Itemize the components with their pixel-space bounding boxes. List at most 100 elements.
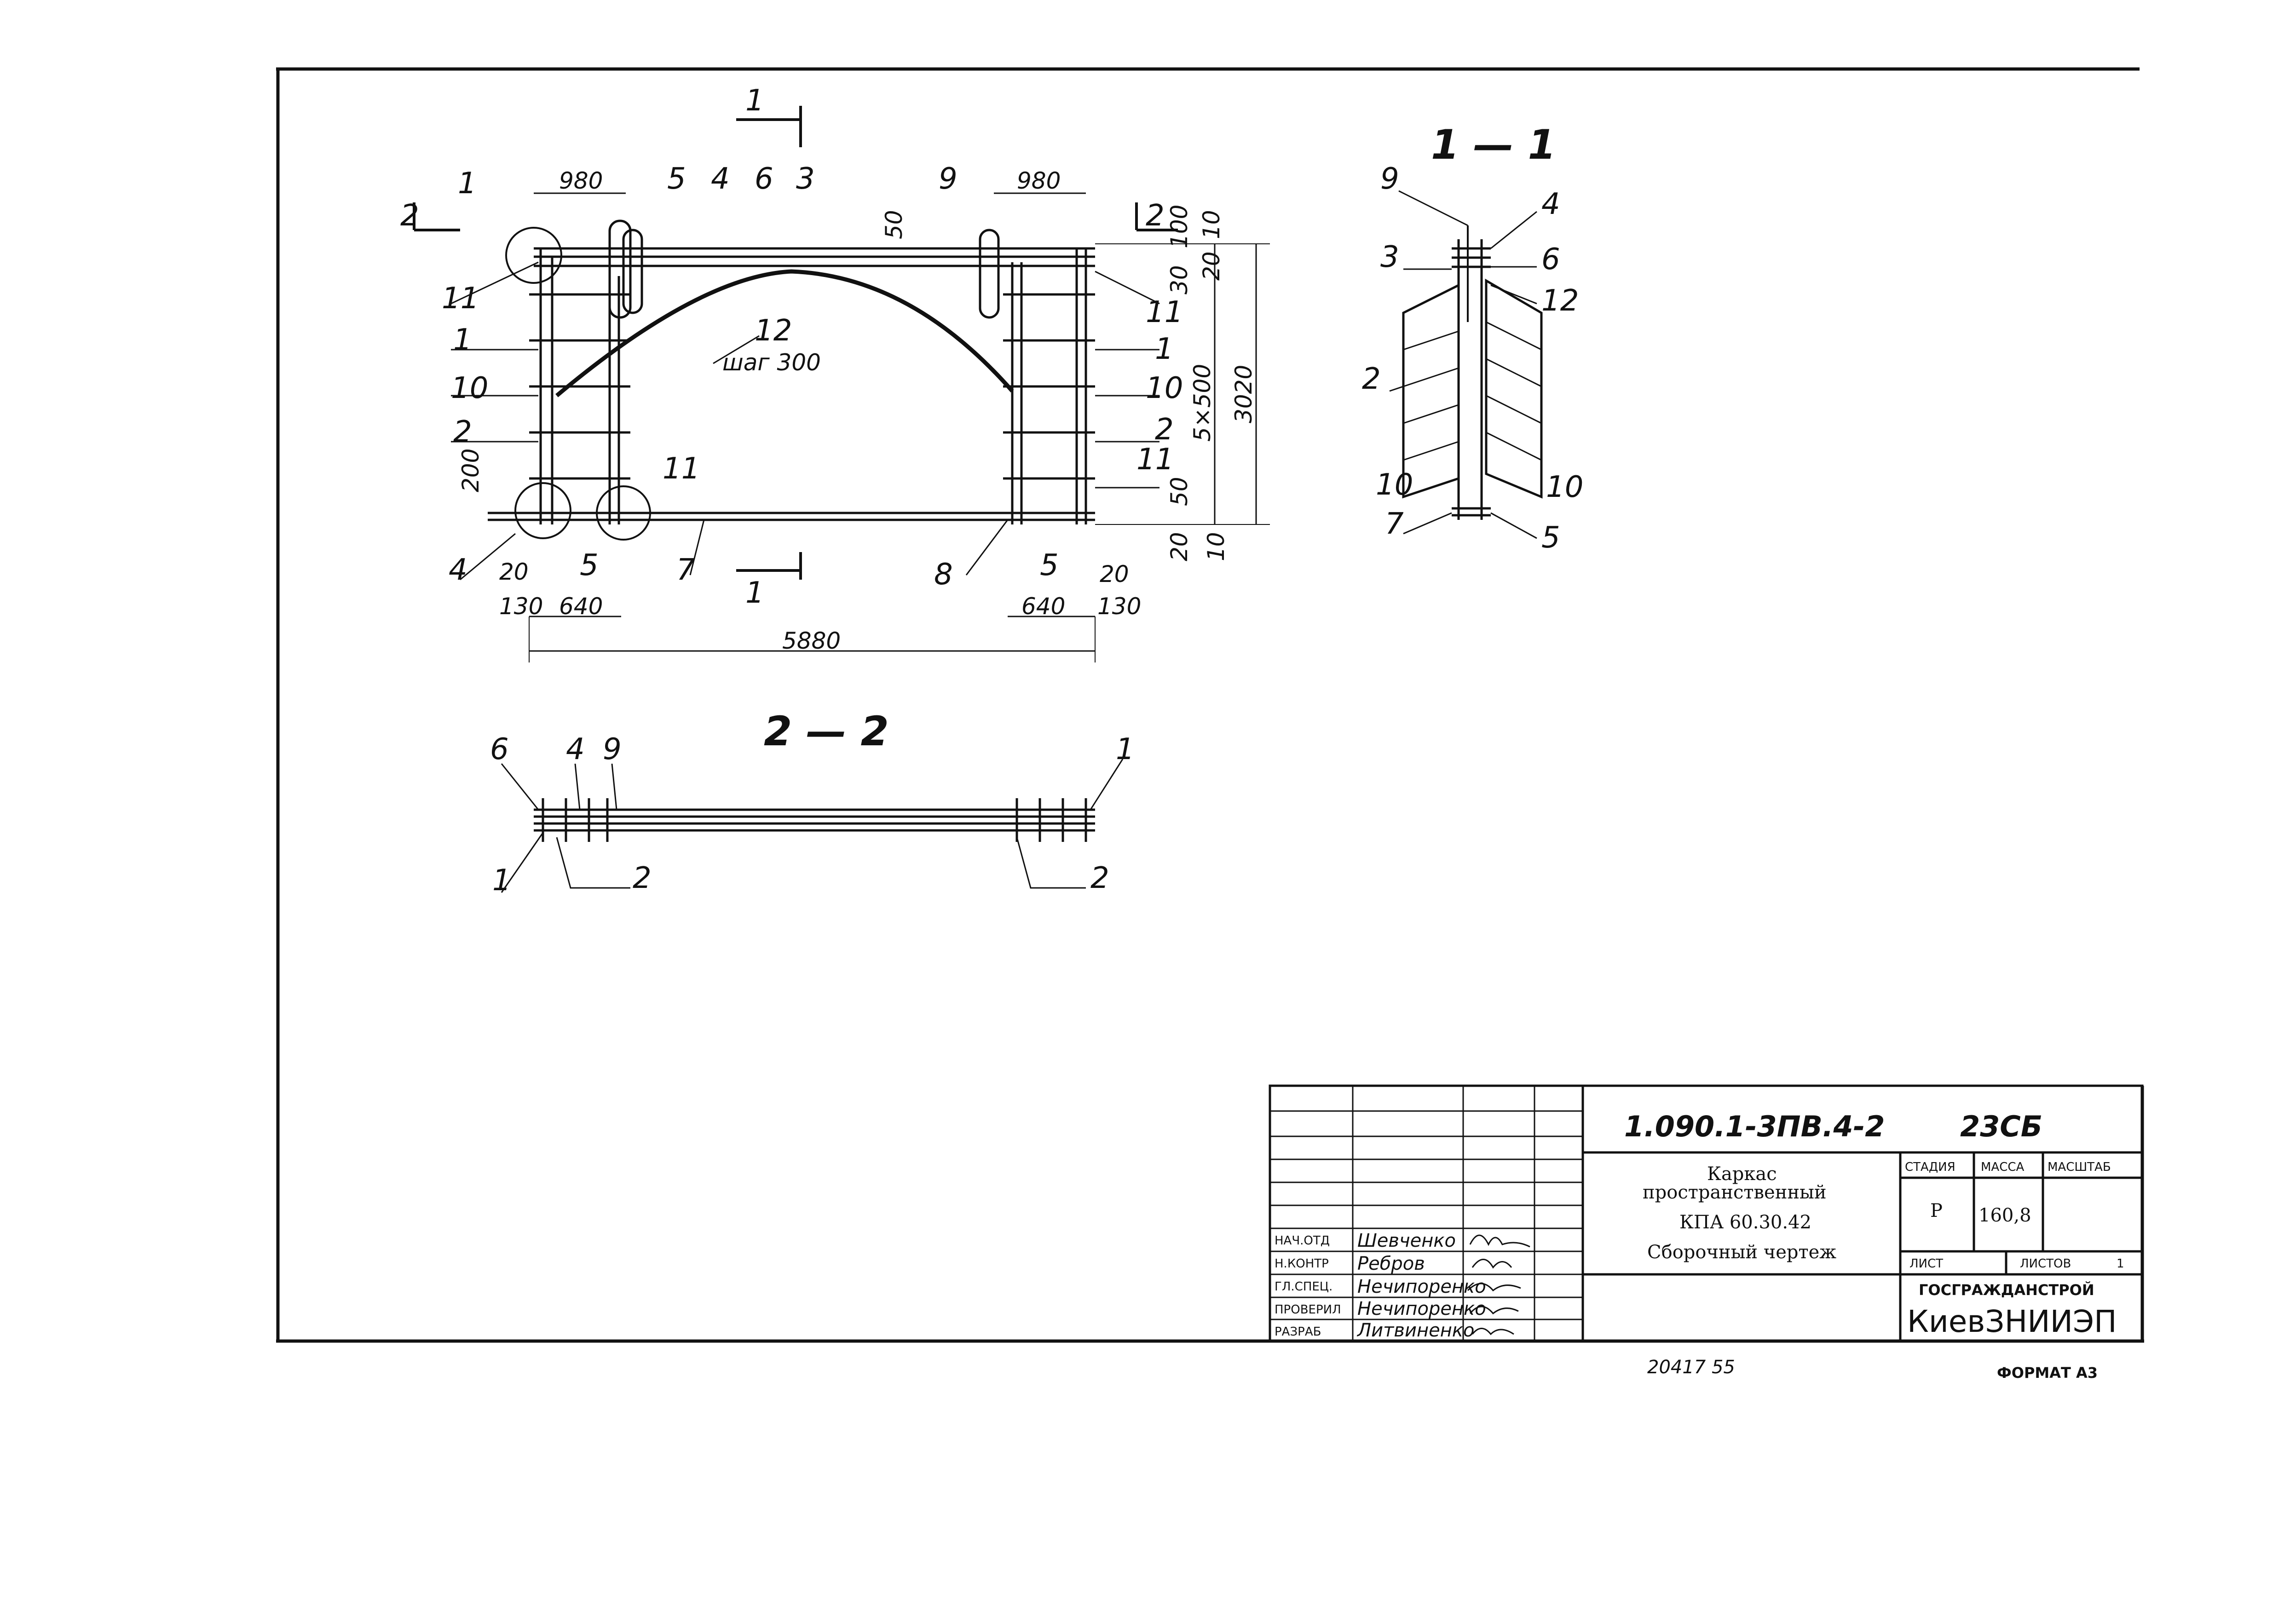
dim-20-right: 20 [1198,251,1225,281]
s22-pos-2-left: 2 [633,861,652,895]
dim-30: 30 [1166,265,1193,294]
name-3: Нечипоренко [1357,1298,1486,1319]
dim-20-left: 20 [499,559,529,585]
s22-pos-2-right: 2 [1090,861,1109,895]
sheets-label: ЛИСТОВ [2020,1257,2071,1271]
org-ministry: ГОСГРАЖДАНСТРОЙ [1919,1281,2094,1299]
name-4: Литвиненко [1356,1320,1475,1341]
stage-value: Р [1930,1200,1943,1221]
pos-5-a: 5 [667,162,686,196]
s22-pos-4: 4 [566,732,585,766]
dim-640-right: 640 [1021,593,1065,620]
s11-pos-2: 2 [1362,362,1381,396]
pos-2-b: 2 [1155,413,1174,447]
dim-10-top: 10 [1198,210,1225,239]
dim-130-left: 130 [499,593,543,620]
s11-pos-10-left: 10 [1376,468,1413,502]
pos-7-a: 7 [676,553,695,587]
pos-2-a: 2 [453,415,472,449]
dim-980-right: 980 [1017,167,1061,194]
section-1-1-title: 1 — 1 [1431,121,1556,168]
name-1: Ребров [1357,1253,1425,1274]
name-line-2: пространственный [1643,1182,1827,1203]
dim-5x500: 5×500 [1189,364,1216,442]
role-4: РАЗРАБ [1275,1325,1321,1339]
pos-9-a: 9 [939,162,958,196]
role-2: ГЛ.СПЕЦ. [1275,1280,1332,1294]
front-view-labels: 1 1 2 2 980 980 50 100 10 30 20 5×500 30… [400,84,1257,654]
pos-12-a: 12 [755,314,792,348]
dim-50-bottom: 50 [1166,477,1193,506]
s22-pos-6: 6 [490,732,509,766]
cut-mark-2-left: 2 [400,199,419,233]
pos-5-b: 5 [580,548,599,582]
name-2: Нечипоренко [1357,1276,1486,1297]
pos-1-a: 1 [458,167,477,201]
doc-code: 1.090.1-3ПВ.4-2 [1624,1110,1885,1143]
section-1-1: 1 — 1 [1362,121,1583,555]
s11-pos-10-right: 10 [1546,470,1583,504]
col-mass: МАССА [1981,1160,2025,1174]
dim-200: 200 [457,449,484,492]
sheets-value: 1 [2117,1257,2124,1271]
dim-640-left: 640 [559,593,603,620]
dim-3020: 3020 [1230,365,1257,423]
pos-4-b: 4 [449,553,467,587]
dim-10-bottom: 10 [1203,532,1229,561]
pos-4-a: 4 [711,162,730,196]
title-block: 1.090.1-3ПВ.4-2 23СБ Каркас пространстве… [1269,1084,2144,1342]
front-view [413,106,1270,662]
s22-pos-1-right: 1 [1116,732,1135,766]
pos-10-a: 10 [451,371,488,405]
dim-5880: 5880 [782,628,841,654]
org-name: КиевЗНИИЭП [1907,1304,2117,1339]
s11-pos-4: 4 [1541,187,1560,221]
dim-100: 100 [1166,205,1193,248]
inventory-number: 20417 55 [1647,1357,1735,1378]
s11-pos-5: 5 [1541,521,1560,555]
dim-980-left: 980 [559,167,603,194]
pos-11-d: 11 [1136,443,1174,477]
signatures [1467,1234,1530,1336]
col-scale: МАСШТАБ [2048,1160,2111,1174]
section-2-2-title: 2 — 2 [764,708,889,755]
pos-1-c: 1 [1155,332,1174,366]
pos-6-a: 6 [755,162,773,196]
name-line-1: Каркас [1707,1163,1777,1185]
s22-pos-9: 9 [603,732,622,766]
dim-20-br: 20 [1100,561,1129,587]
name-line-4: Сборочный чертеж [1647,1242,1836,1263]
s11-pos-9: 9 [1380,162,1399,196]
role-3: ПРОВЕРИЛ [1275,1303,1341,1317]
section-2-2: 2 — 2 6 4 9 1 1 2 2 [490,708,1135,898]
name-line-3: КПА 60.30.42 [1679,1212,1811,1233]
s11-pos-6: 6 [1541,242,1560,276]
role-1: Н.КОНТР [1275,1257,1329,1271]
dim-130-right: 130 [1097,593,1141,620]
step-note: шаг 300 [722,349,821,376]
format-label: ФОРМАТ А3 [1997,1364,2098,1382]
s11-pos-3: 3 [1380,240,1399,274]
pos-11-c: 11 [1146,295,1183,329]
pos-11-a: 11 [442,282,479,316]
s11-pos-7: 7 [1385,507,1404,541]
s22-pos-1-left: 1 [492,864,511,898]
sheet-code: 23СБ [1960,1110,2042,1143]
pos-8-a: 8 [934,558,953,592]
pos-10-b: 10 [1146,371,1183,405]
pos-3-a: 3 [796,162,815,196]
cut-mark-1-bottom: 1 [745,576,764,610]
pos-11-b: 11 [663,452,700,486]
pos-1-b: 1 [453,323,472,357]
cut-mark-2-right: 2 [1146,199,1165,233]
cut-mark-1-top: 1 [745,84,764,118]
s11-pos-12: 12 [1541,284,1579,318]
sheet-label: ЛИСТ [1909,1257,1943,1271]
dim-50-top: 50 [881,210,907,239]
mass-value: 160,8 [1979,1205,2031,1226]
name-0: Шевченко [1357,1230,1456,1251]
dim-20-bottom: 20 [1166,532,1193,561]
col-stage: СТАДИЯ [1905,1160,1955,1174]
role-0: НАЧ.ОТД [1275,1234,1330,1248]
